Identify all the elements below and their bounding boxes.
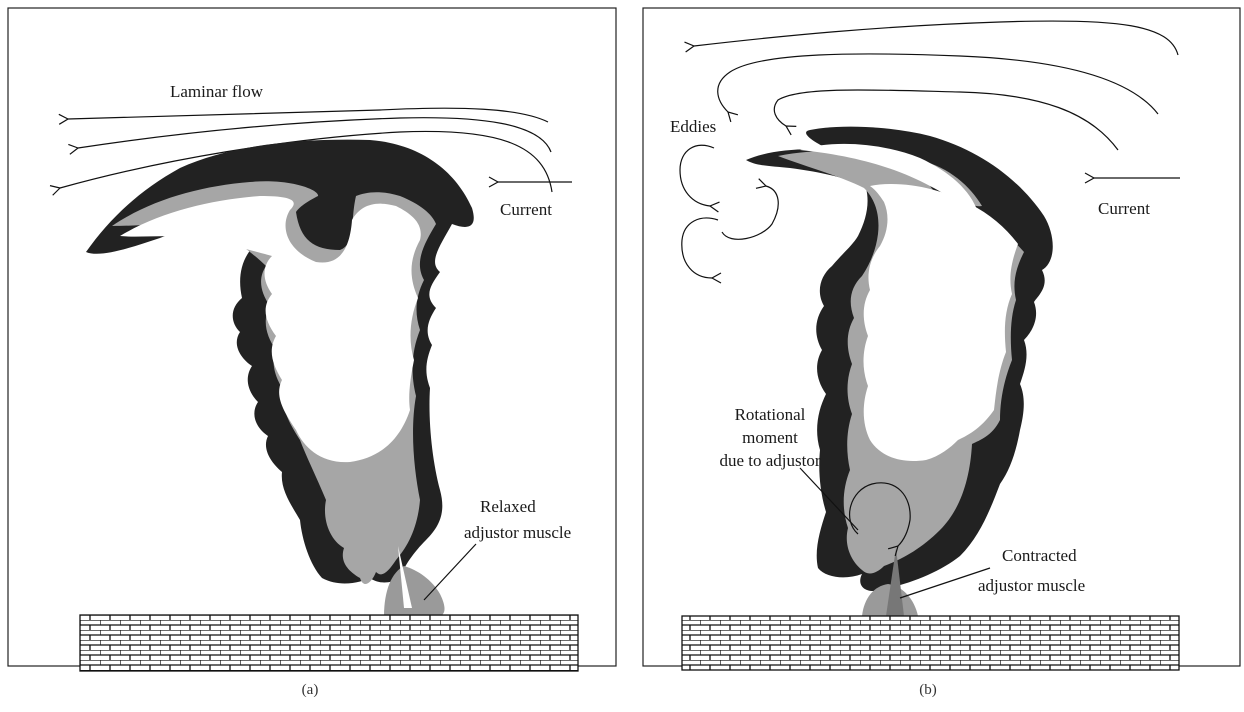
flow-arrow-b-1: [694, 21, 1178, 55]
rotational-moment-label-3: due to adjustor: [719, 451, 820, 470]
panel-b: Eddies Current Rotational moment due to …: [643, 8, 1240, 698]
laminar-flow-label: Laminar flow: [170, 82, 264, 101]
panel-a-caption: (a): [302, 682, 319, 698]
eddy-arrow-3: [682, 218, 718, 278]
current-label-b: Current: [1098, 199, 1150, 218]
panel-a: Laminar flow Current Relaxed adjustor mu…: [8, 8, 616, 698]
rotational-moment-label-2: moment: [742, 428, 798, 447]
panel-b-caption: (b): [919, 682, 937, 698]
barnacle-b: [746, 127, 1053, 616]
eddies-label: Eddies: [670, 117, 716, 136]
flow-arrow-b-2: [718, 54, 1158, 114]
eddy-arrow-2: [722, 186, 778, 239]
current-label-a: Current: [500, 200, 552, 219]
contracted-muscle-label-1: Contracted: [1002, 546, 1077, 565]
substrate-a: [80, 615, 578, 671]
substrate-b: [682, 616, 1179, 670]
contracted-muscle-label-2: adjustor muscle: [978, 576, 1085, 595]
eddy-arrow-1: [680, 145, 714, 206]
barnacle-a: [86, 140, 474, 616]
muscle-leader-line-a: [424, 544, 476, 600]
rotational-moment-label-1: Rotational: [735, 405, 806, 424]
relaxed-muscle-label-1: Relaxed: [480, 497, 536, 516]
relaxed-muscle-label-2: adjustor muscle: [464, 523, 571, 542]
